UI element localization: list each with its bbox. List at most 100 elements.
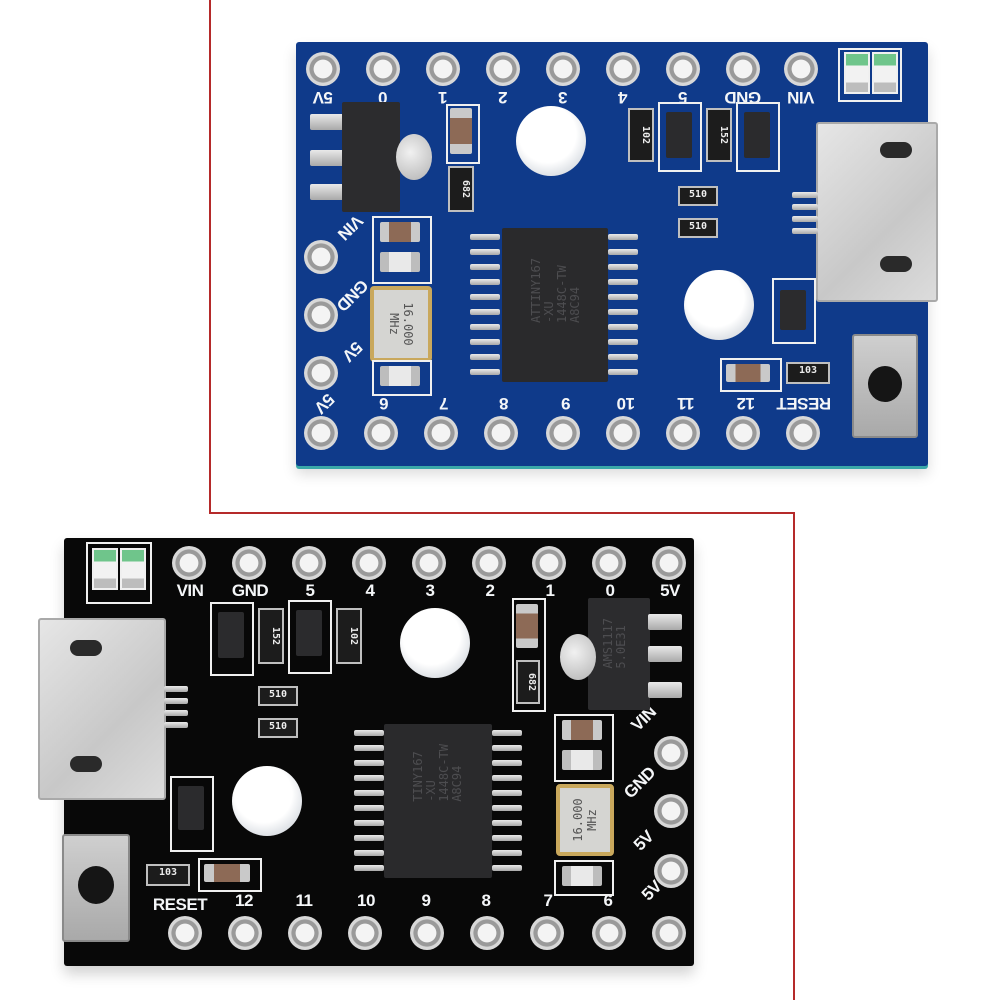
blue-pcb-board: 5V 0 1 2 3 4 5 GND VIN 5V 6 7 8 9 10 11 … bbox=[296, 42, 938, 466]
usb-pin bbox=[164, 686, 188, 692]
component-outline bbox=[372, 360, 432, 396]
chip-pin bbox=[470, 264, 500, 270]
resistor: 152 bbox=[706, 108, 732, 162]
resistor: 510 bbox=[258, 686, 298, 706]
pin-label: 9 bbox=[561, 394, 571, 413]
chip-pin bbox=[354, 865, 384, 871]
frame-line-horizontal bbox=[209, 512, 795, 514]
component-outline bbox=[198, 858, 262, 892]
pin-pad bbox=[172, 546, 206, 580]
component-outline bbox=[372, 216, 432, 284]
chip-pin bbox=[354, 775, 384, 781]
diode bbox=[744, 112, 770, 158]
pin-pad bbox=[532, 546, 566, 580]
diode bbox=[296, 610, 322, 656]
resistor: 682 bbox=[516, 660, 540, 704]
chip-pin bbox=[608, 324, 638, 330]
pin-pad bbox=[366, 52, 400, 86]
pin-label: 12 bbox=[235, 891, 253, 910]
pin-label: 1 bbox=[545, 581, 555, 600]
pin-pad bbox=[654, 794, 688, 828]
mounting-hole bbox=[400, 608, 470, 678]
pin-pad bbox=[666, 416, 700, 450]
frame-line-right-vertical bbox=[793, 512, 795, 1000]
component-outline bbox=[554, 714, 614, 782]
chip-pin bbox=[470, 339, 500, 345]
pin-pad bbox=[168, 916, 202, 950]
pin-pad bbox=[292, 546, 326, 580]
pin-label: VIN bbox=[787, 88, 815, 107]
component-outline bbox=[210, 602, 254, 676]
pin-pad bbox=[652, 546, 686, 580]
pin-pad bbox=[228, 916, 262, 950]
pin-pad bbox=[592, 916, 626, 950]
resistor: 103 bbox=[786, 362, 830, 384]
chip-pin bbox=[470, 324, 500, 330]
diode bbox=[218, 612, 244, 658]
mounting-hole bbox=[232, 766, 302, 836]
pin-pad bbox=[364, 416, 398, 450]
capacitor bbox=[562, 750, 602, 770]
chip-pin bbox=[608, 294, 638, 300]
capacitor bbox=[726, 364, 770, 382]
component-outline bbox=[736, 102, 780, 172]
pin-pad bbox=[606, 416, 640, 450]
frame-line-left-vertical bbox=[209, 0, 211, 514]
pin-pad bbox=[472, 546, 506, 580]
pin-label: 5 bbox=[305, 581, 315, 600]
usb-mount-slot bbox=[880, 142, 912, 158]
transistor bbox=[178, 786, 204, 830]
chip-pin bbox=[354, 760, 384, 766]
capacitor bbox=[204, 864, 250, 882]
reset-button[interactable] bbox=[852, 334, 918, 438]
regulator-lead bbox=[648, 646, 682, 662]
chip-pin bbox=[608, 249, 638, 255]
transistor bbox=[780, 290, 806, 330]
pin-pad bbox=[306, 52, 340, 86]
chip-pin bbox=[492, 820, 522, 826]
chip-pin bbox=[354, 835, 384, 841]
resistor: 102 bbox=[628, 108, 654, 162]
micro-usb-connector[interactable] bbox=[816, 122, 938, 302]
microcontroller-chip: ATTINY167 -XU 1448C-TW A8C94 bbox=[502, 228, 608, 382]
regulator-tab bbox=[560, 634, 596, 680]
reset-button-cap[interactable] bbox=[78, 866, 114, 904]
pin-pad bbox=[592, 546, 626, 580]
resistor: 510 bbox=[258, 718, 298, 738]
component-outline bbox=[772, 278, 816, 344]
crystal-oscillator: 16.000 MHz bbox=[370, 286, 432, 362]
usb-pin bbox=[792, 204, 818, 210]
resistor: 682 bbox=[448, 166, 474, 212]
chip-pin bbox=[608, 264, 638, 270]
pin-pad bbox=[426, 52, 460, 86]
pin-pad bbox=[484, 416, 518, 450]
voltage-regulator: AMS1117 5.0E31 bbox=[588, 598, 650, 710]
pin-label: 6 bbox=[603, 891, 613, 910]
capacitor bbox=[562, 866, 602, 886]
pin-label: 2 bbox=[498, 88, 508, 107]
pin-pad bbox=[352, 546, 386, 580]
pin-pad bbox=[232, 546, 266, 580]
usb-pin bbox=[164, 710, 188, 716]
pin-pad bbox=[546, 52, 580, 86]
usb-mount-slot bbox=[70, 756, 102, 772]
pin-pad bbox=[666, 52, 700, 86]
pin-pad bbox=[654, 854, 688, 888]
micro-usb-connector[interactable] bbox=[38, 618, 166, 800]
usb-pin bbox=[164, 698, 188, 704]
pin-pad bbox=[726, 52, 760, 86]
microcontroller-chip: TINY167 -XU 1448C-TW A8C94 bbox=[384, 724, 492, 878]
resistor: 510 bbox=[678, 186, 718, 206]
black-pcb-board: VIN GND 5 4 3 2 1 0 5V RESET 12 11 10 9 … bbox=[38, 538, 694, 966]
led-outline bbox=[838, 48, 902, 102]
resistor: 510 bbox=[678, 218, 718, 238]
pin-label: 9 bbox=[421, 891, 431, 910]
regulator-lead bbox=[310, 184, 346, 200]
component-outline bbox=[512, 598, 546, 712]
pin-label: 4 bbox=[365, 581, 375, 600]
reset-button[interactable] bbox=[62, 834, 130, 942]
pin-pad bbox=[786, 416, 820, 450]
chip-pin bbox=[354, 805, 384, 811]
reset-button-cap[interactable] bbox=[868, 366, 902, 402]
usb-mount-slot bbox=[70, 640, 102, 656]
